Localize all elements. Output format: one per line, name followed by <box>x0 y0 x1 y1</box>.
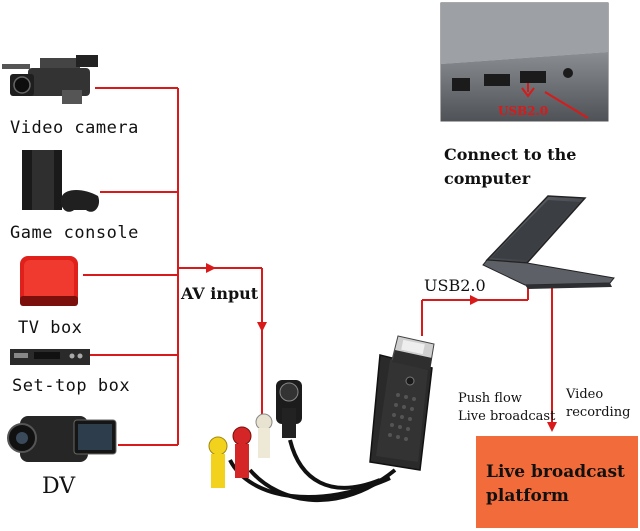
live-platform-box <box>476 436 638 528</box>
rca-connectors <box>208 413 273 488</box>
platform-label-line1: Live broadcast <box>486 462 625 482</box>
usb-port-photo <box>440 2 609 122</box>
usb-link-label: USB2.0 <box>424 276 486 295</box>
connect-label-line1: Connect to the <box>444 145 577 164</box>
usb-port-label: USB2.0 <box>498 104 549 118</box>
laptop-icon <box>482 195 615 289</box>
video-camera-icon <box>2 55 98 104</box>
dv-camcorder-icon <box>7 416 117 462</box>
video-recording-label-line1: Video <box>566 387 604 402</box>
tv-box-icon <box>20 256 78 306</box>
platform-label-line2: platform <box>486 486 569 506</box>
device-label-set-top-box: Set-top box <box>12 376 131 396</box>
device-label-game-console: Game console <box>10 223 139 243</box>
game-console-icon <box>22 150 100 212</box>
device-label-video-camera: Video camera <box>10 118 139 138</box>
push-flow-label-line2: Live broadcast <box>458 409 556 424</box>
device-label-dv: DV <box>42 474 76 499</box>
device-label-tv-box: TV box <box>18 318 83 338</box>
set-top-box-icon <box>10 349 90 365</box>
push-flow-label-line1: Push flow <box>458 391 522 406</box>
av-input-label: AV input <box>181 284 259 303</box>
connect-label-line2: computer <box>444 169 531 188</box>
video-recording-label-line2: recording <box>566 405 631 420</box>
usb-capture-dongle <box>228 335 435 502</box>
s-video-connector <box>276 380 302 438</box>
